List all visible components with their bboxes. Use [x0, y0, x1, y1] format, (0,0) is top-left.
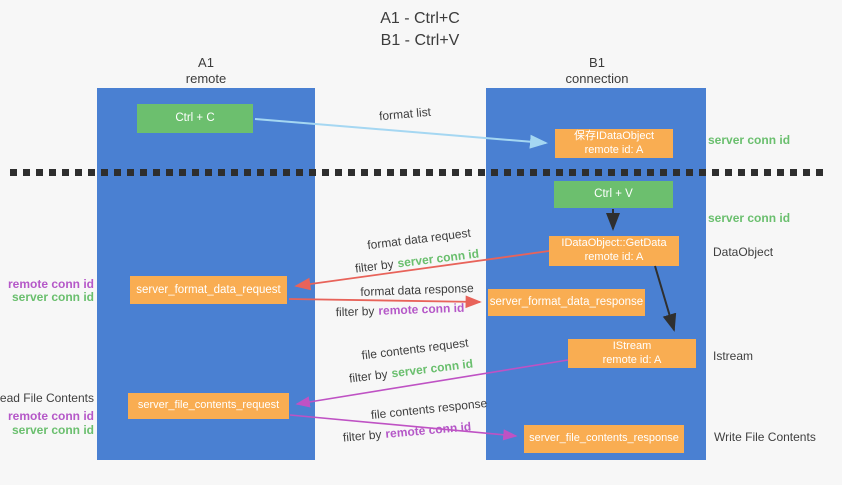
server-format-data-request-label: server_format_data_request [136, 283, 281, 296]
title-line-a1: A1 - Ctrl+C [380, 10, 460, 27]
server-format-data-response-node: server_format_data_response [488, 289, 645, 316]
dataobject-annotation: DataObject [713, 245, 774, 259]
ctrl-v-label: Ctrl + V [594, 188, 633, 201]
idataobject-getdata-node: IDataObject::GetData remote id: A [549, 236, 679, 266]
server-file-contents-response-label: server_file_contents_response [529, 432, 679, 445]
save-idataobject-label: 保存IDataObject [573, 129, 655, 142]
server-conn-id-annotation-top: server conn id [708, 133, 791, 147]
server-conn-id-annotation-format: server conn id [11, 290, 94, 304]
istream-remote-id: remote id: A [602, 353, 662, 366]
server-conn-id-value: server conn id [390, 356, 474, 381]
remote-conn-id-annotation-file: remote conn id [7, 409, 94, 423]
write-file-contents-annotation: Write File Contents [714, 430, 816, 444]
server-format-data-request-node: server_format_data_request [130, 276, 287, 304]
server-conn-id-annotation-mid: server conn id [708, 211, 791, 225]
lifeline-a1-name: A1 [198, 55, 214, 70]
lifeline-b1-name: B1 [589, 55, 605, 70]
save-idataobject-node: 保存IDataObject remote id: A [555, 129, 673, 158]
filter-by-text: filter by [348, 366, 389, 386]
read-file-contents-annotation: Read File Contents [0, 391, 94, 405]
server-conn-id-annotation-file: server conn id [11, 423, 94, 437]
save-idataobject-remote-id: remote id: A [584, 143, 644, 156]
server-conn-id-value: server conn id [396, 246, 480, 271]
istream-annotation: Istream [713, 349, 754, 363]
file-contents-response-label: file contents response [370, 395, 488, 423]
ctrl-c-label: Ctrl + C [175, 112, 215, 125]
filter-by-text: filter by [354, 256, 395, 276]
istream-label: IStream [612, 339, 652, 352]
idataobject-getdata-label: IDataObject::GetData [561, 237, 667, 250]
remote-conn-id-value: remote conn id [378, 300, 465, 318]
remote-conn-id-annotation-format: remote conn id [7, 277, 94, 291]
format-data-response-label: format data response [360, 281, 474, 299]
istream-node: IStream remote id: A [568, 339, 696, 368]
server-file-contents-response-node: server_file_contents_response [524, 425, 684, 453]
server-file-contents-request-label: server_file_contents_request [137, 399, 280, 412]
lifeline-header-b1: B1 connection [566, 55, 629, 86]
ctrl-c-node: Ctrl + C [137, 104, 253, 133]
title-line-b1: B1 - Ctrl+V [380, 31, 460, 49]
lifeline-b1-role: connection [565, 70, 629, 86]
server-format-data-response-label: server_format_data_response [489, 296, 644, 309]
idataobject-getdata-remote-id: remote id: A [584, 251, 644, 263]
ctrl-v-node: Ctrl + V [554, 181, 673, 208]
lifeline-a1-role: remote [185, 70, 227, 86]
filter-by-text: filter by [335, 303, 375, 320]
diagram-title: A1 - Ctrl+C B1 - Ctrl+V [380, 8, 460, 51]
remote-conn-id-value: remote conn id [384, 419, 472, 441]
lifeline-header-a1: A1 remote [186, 55, 226, 86]
session-divider-dotted-line [10, 169, 824, 176]
server-file-contents-request-node: server_file_contents_request [128, 393, 289, 419]
filter-by-text: filter by [342, 427, 383, 445]
format-list-label: format list [378, 104, 432, 124]
